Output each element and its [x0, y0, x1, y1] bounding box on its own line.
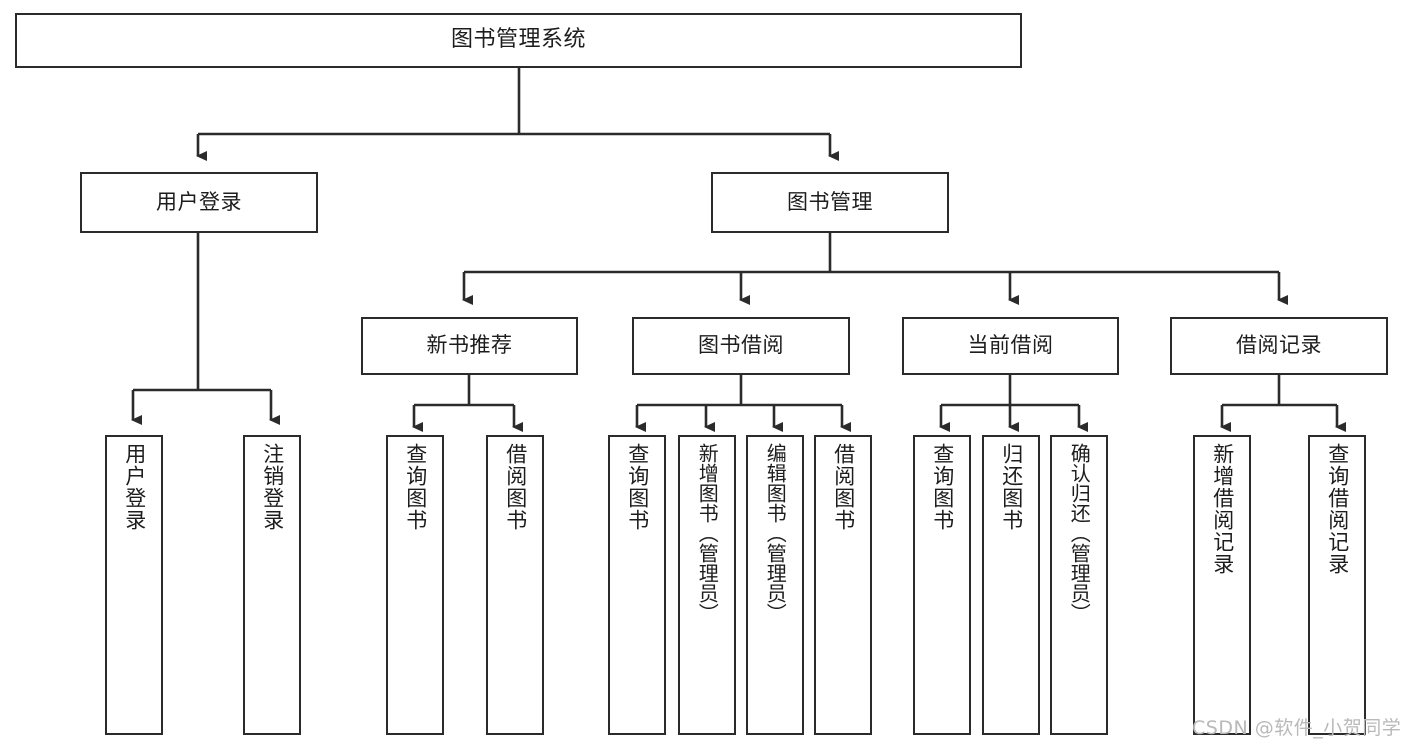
node-label: 新增借阅记录: [1210, 443, 1235, 575]
node-label: 注销登录: [260, 443, 285, 531]
leaf-record-query-record[interactable]: 查询借阅记录: [1308, 435, 1366, 735]
node-label: 图书管理系统: [450, 27, 586, 53]
leaf-borrow-edit-book-admin[interactable]: 编辑图书（管理员）: [746, 435, 804, 735]
node-borrow-record[interactable]: 借阅记录: [1170, 317, 1388, 375]
node-book-management[interactable]: 图书管理: [711, 172, 949, 233]
node-label: 借阅图书: [831, 443, 856, 531]
leaf-current-query-book[interactable]: 查询图书: [913, 435, 971, 735]
node-label: 查询图书: [403, 443, 428, 531]
node-current-borrow[interactable]: 当前借阅: [902, 317, 1119, 375]
node-label: 查询借阅记录: [1325, 443, 1350, 575]
node-label: 图书管理: [787, 189, 873, 214]
node-label: 确认归还（管理员）: [1067, 443, 1092, 623]
node-book-borrow[interactable]: 图书借阅: [632, 317, 850, 375]
leaf-current-return-book[interactable]: 归还图书: [982, 435, 1040, 735]
leaf-user-login-logout[interactable]: 注销登录: [243, 435, 301, 735]
node-label: 新增图书（管理员）: [695, 443, 720, 623]
node-label: 新书推荐: [426, 333, 513, 358]
watermark-text: CSDN @软件_小贺同学: [1192, 717, 1402, 739]
csdn-watermark: CSDN @软件_小贺同学: [1192, 713, 1401, 740]
node-label: 当前借阅: [967, 333, 1054, 358]
leaf-borrow-query-book[interactable]: 查询图书: [608, 435, 666, 735]
node-label: 图书借阅: [698, 333, 784, 358]
node-label: 查询图书: [930, 443, 955, 531]
leaf-borrow-add-book-admin[interactable]: 新增图书（管理员）: [678, 435, 736, 735]
node-label: 用户登录: [156, 189, 242, 214]
node-new-book-recommend[interactable]: 新书推荐: [361, 317, 578, 375]
node-label: 归还图书: [999, 443, 1024, 531]
leaf-current-confirm-return-admin[interactable]: 确认归还（管理员）: [1050, 435, 1108, 735]
leaf-new-book-borrow[interactable]: 借阅图书: [486, 435, 544, 735]
leaf-record-add-record[interactable]: 新增借阅记录: [1193, 435, 1251, 735]
node-label: 借阅图书: [503, 443, 528, 531]
leaf-borrow-borrow-book[interactable]: 借阅图书: [814, 435, 872, 735]
node-label: 查询图书: [625, 443, 650, 531]
leaf-new-book-query[interactable]: 查询图书: [386, 435, 444, 735]
node-label: 用户登录: [122, 443, 147, 531]
node-label: 编辑图书（管理员）: [763, 443, 788, 623]
node-user-login[interactable]: 用户登录: [80, 172, 318, 233]
node-label: 借阅记录: [1236, 333, 1322, 358]
leaf-user-login-login[interactable]: 用户登录: [105, 435, 163, 735]
node-root-book-management-system[interactable]: 图书管理系统: [15, 13, 1022, 68]
